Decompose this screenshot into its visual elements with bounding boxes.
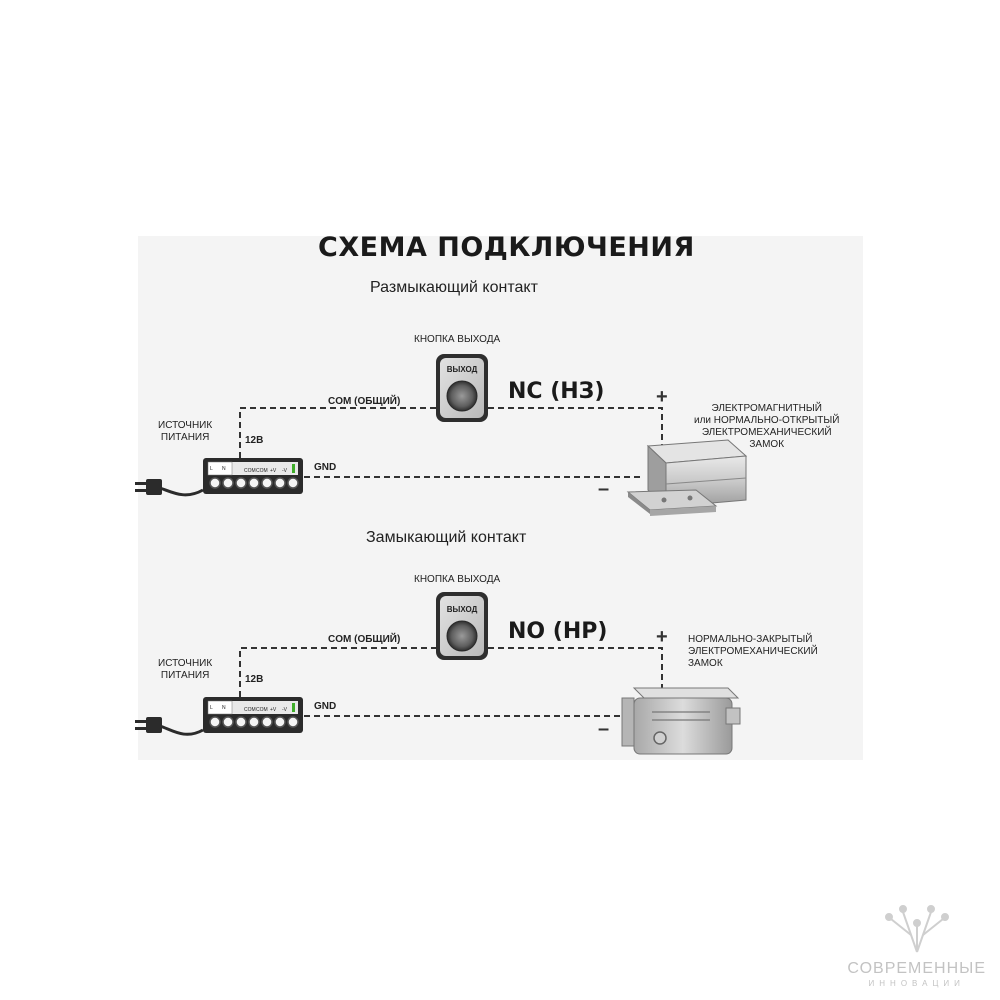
psu-terminal-com-a: COM (244, 707, 256, 713)
psu-terminal-n: N (222, 466, 226, 472)
voltage-label: 12В (245, 435, 264, 446)
status-led (292, 703, 295, 712)
psu-terminal-l: L (210, 705, 213, 711)
minus-sign: – (598, 478, 610, 500)
section-subtitle-breaking-contact: Размыкающий контакт (370, 279, 538, 296)
exit-button-1: ВЫХОД (436, 354, 488, 422)
com-label: COM (ОБЩИЙ) (328, 634, 401, 645)
psu-terminal-minus-v: -V (282, 707, 288, 713)
electromagnetic-lock-icon (626, 439, 748, 516)
terminal-screws (209, 477, 299, 489)
psu-terminal-com-a: COM (244, 468, 256, 474)
exit-button-caption: КНОПКА ВЫХОДА (414, 574, 501, 585)
plug-icon (135, 479, 162, 495)
push-knob-icon (446, 380, 478, 412)
brand-name: СОВРЕМЕННЫЕ (847, 960, 986, 977)
psu-terminal-n: N (222, 705, 226, 711)
psu-terminal-minus-v: -V (282, 468, 288, 474)
lock-label-1: ЭЛЕКТРОМАГНИТНЫЙ или НОРМАЛЬНО-ОТКРЫТЫЙ … (694, 403, 840, 450)
exit-button-text: ВЫХОД (447, 365, 478, 374)
mode-label-nc: NC (НЗ) (508, 379, 605, 404)
status-led (292, 464, 295, 473)
push-knob-icon (446, 620, 478, 652)
plus-sign: + (656, 626, 668, 648)
electromechanical-lock-icon (621, 687, 741, 755)
gnd-label: GND (314, 462, 337, 473)
brand-logo-icon (885, 905, 949, 953)
psu-terminal-l: L (210, 466, 213, 472)
gnd-label: GND (314, 701, 337, 712)
exit-button-2: ВЫХОД (436, 592, 488, 660)
section-subtitle-making-contact: Замыкающий контакт (366, 529, 527, 546)
plug-icon (135, 717, 162, 733)
diagram-title: СХЕМА ПОДКЛЮЧЕНИЯ (318, 232, 695, 263)
psu-terminal-com-b: COM (256, 468, 268, 474)
power-source-label: ИСТОЧНИК ПИТАНИЯ (158, 420, 213, 443)
psu-terminal-plus-v: +V (270, 468, 277, 474)
exit-button-caption: КНОПКА ВЫХОДА (414, 334, 501, 345)
power-supply-1: L N COM COM +V -V (135, 458, 303, 497)
mode-label-no: NO (НР) (508, 619, 608, 644)
voltage-label: 12В (245, 674, 264, 685)
lock-label-2: НОРМАЛЬНО-ЗАКРЫТЫЙ ЭЛЕКТРОМЕХАНИЧЕСКИЙ З… (688, 634, 818, 669)
plus-sign: + (656, 386, 668, 408)
com-label: COM (ОБЩИЙ) (328, 396, 401, 407)
wire-com-2 (239, 647, 663, 697)
power-supply-2: L N COM COM +V -V (135, 697, 303, 736)
psu-terminal-plus-v: +V (270, 707, 277, 713)
exit-button-text: ВЫХОД (447, 605, 478, 614)
brand-tagline: ИННОВАЦИИ (868, 979, 965, 988)
brand-wordmark: СОВРЕМЕННЫЕ ИННОВАЦИИ (847, 960, 986, 988)
terminal-screws (209, 716, 299, 728)
psu-terminal-com-b: COM (256, 707, 268, 713)
power-source-label: ИСТОЧНИК ПИТАНИЯ (158, 658, 213, 681)
minus-sign: – (598, 718, 610, 740)
wire-com-1 (239, 407, 663, 458)
